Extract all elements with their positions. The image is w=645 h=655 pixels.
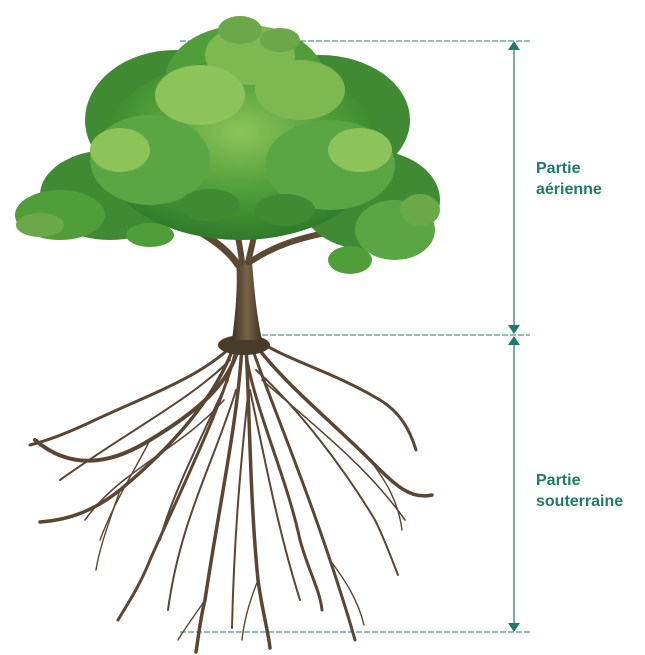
aerial-part-label-line1: Partie — [536, 158, 602, 179]
aerial-part-label-line2: aérienne — [536, 179, 602, 200]
aerial-arrow-bottom-head — [508, 325, 520, 334]
aerial-arrow-top-head — [508, 41, 520, 50]
underground-part-label-line2: souterraine — [536, 491, 623, 512]
underground-part-label: Partie souterraine — [536, 470, 623, 512]
aerial-part-label: Partie aérienne — [536, 158, 602, 200]
underground-arrow-bottom-head — [508, 623, 520, 632]
underground-arrow-top-head — [508, 336, 520, 345]
tree-roots — [30, 338, 432, 652]
tree-foliage — [15, 16, 440, 274]
underground-part-label-line1: Partie — [536, 470, 623, 491]
